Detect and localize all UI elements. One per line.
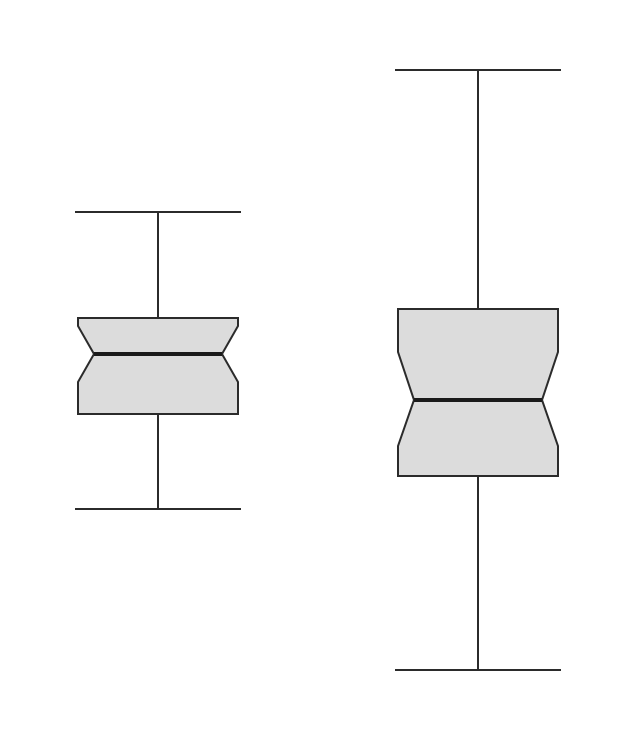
box-2-body xyxy=(397,308,559,477)
box-1-body xyxy=(77,317,239,415)
plot-area xyxy=(75,69,561,671)
